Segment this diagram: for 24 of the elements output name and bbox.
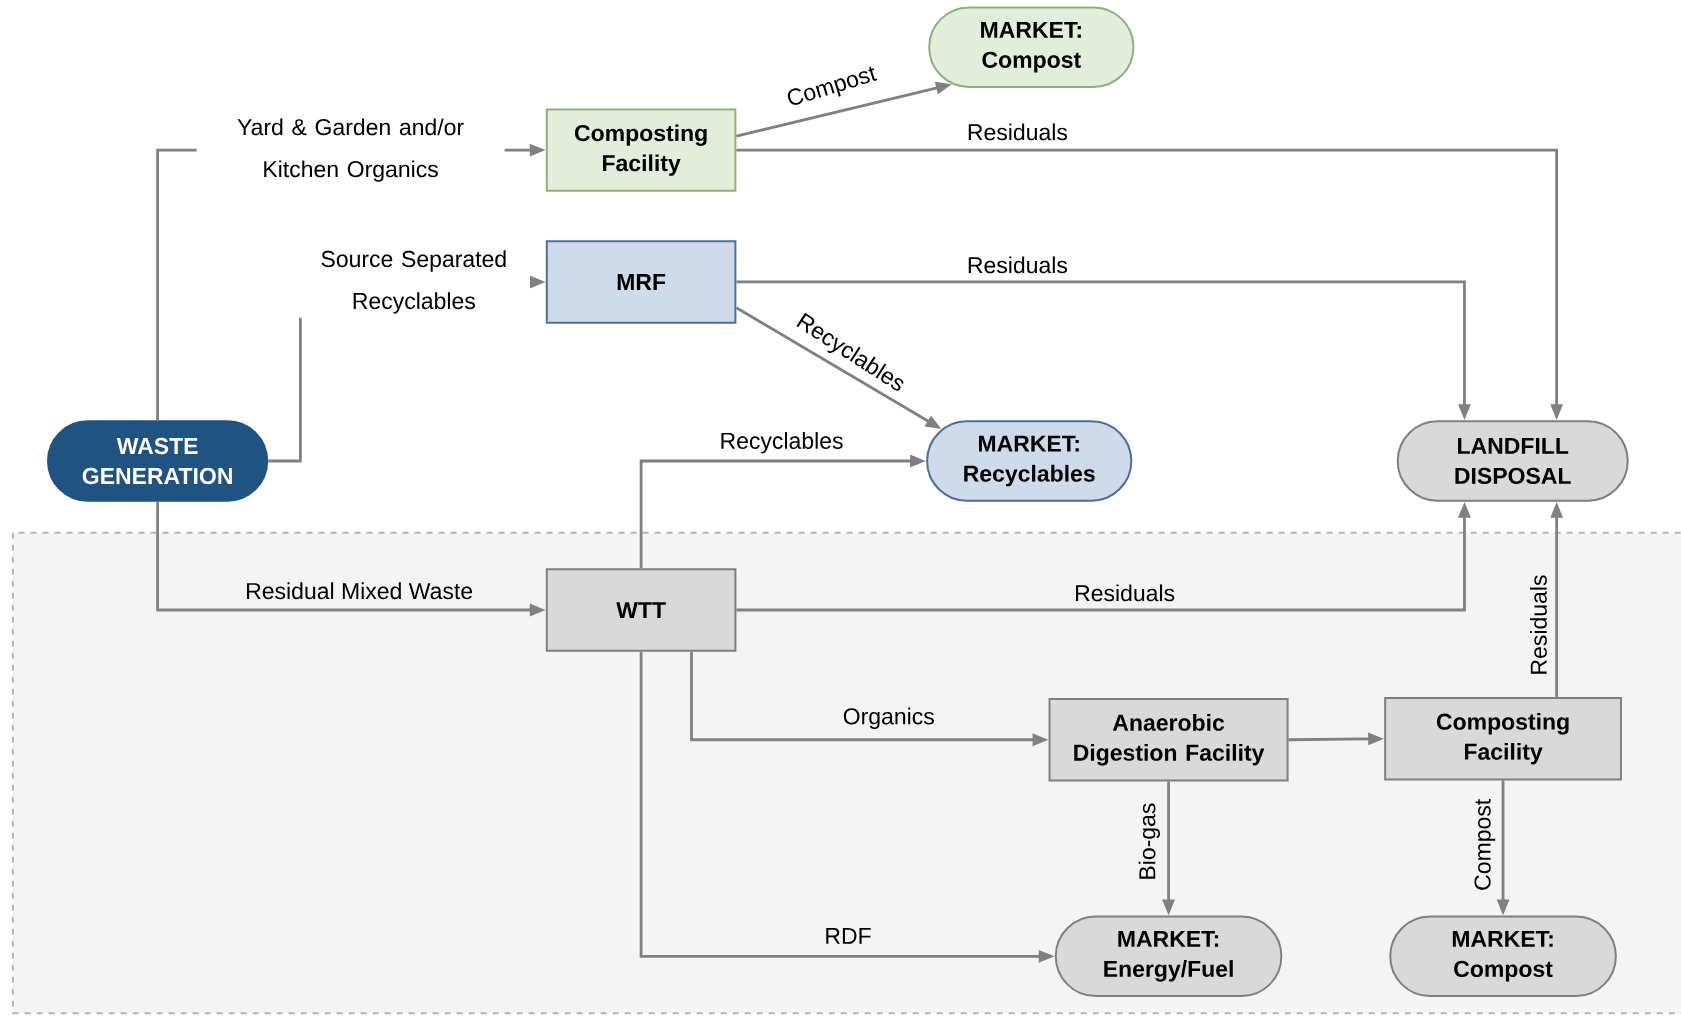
edge-label: Compost (787, 66, 878, 105)
terminator-pill: WASTE GENERATION (47, 420, 269, 502)
edge-label: Residuals (968, 256, 1068, 274)
edge-label: Residual Mixed Waste (247, 582, 473, 599)
terminator-pill: MARKET: Energy/Fuel (1054, 915, 1283, 997)
terminator-pill: LANDFILL DISPOSAL (1396, 420, 1629, 502)
edge-label: Residuals (1530, 575, 1547, 674)
edge-label: Yard & Garden and/or Kitchen Organics (196, 114, 505, 186)
edge-label: RDF (826, 927, 871, 944)
terminator-pill: MARKET: Compost (928, 6, 1135, 88)
edge-label: Organics (843, 707, 934, 729)
edge-label: Residuals (1076, 584, 1175, 602)
edge-label: Bio-gas (1138, 803, 1160, 879)
terminator-pill: MARKET: Compost (1389, 915, 1617, 997)
process-box: WTT (545, 568, 737, 652)
process-box: Composting Facility (1384, 696, 1622, 781)
process-box: Anaerobic Digestion Facility (1048, 697, 1289, 782)
process-box: MRF (545, 240, 737, 324)
edge-label: Residuals (968, 123, 1068, 141)
edge-label: Source Separated Recyclables (297, 246, 530, 318)
process-box: Composting Facility (545, 108, 737, 192)
edge-label: Compost (1474, 798, 1496, 890)
terminator-pill: MARKET: Recyclables (926, 420, 1133, 502)
edge-label: Recyclables (721, 431, 843, 454)
